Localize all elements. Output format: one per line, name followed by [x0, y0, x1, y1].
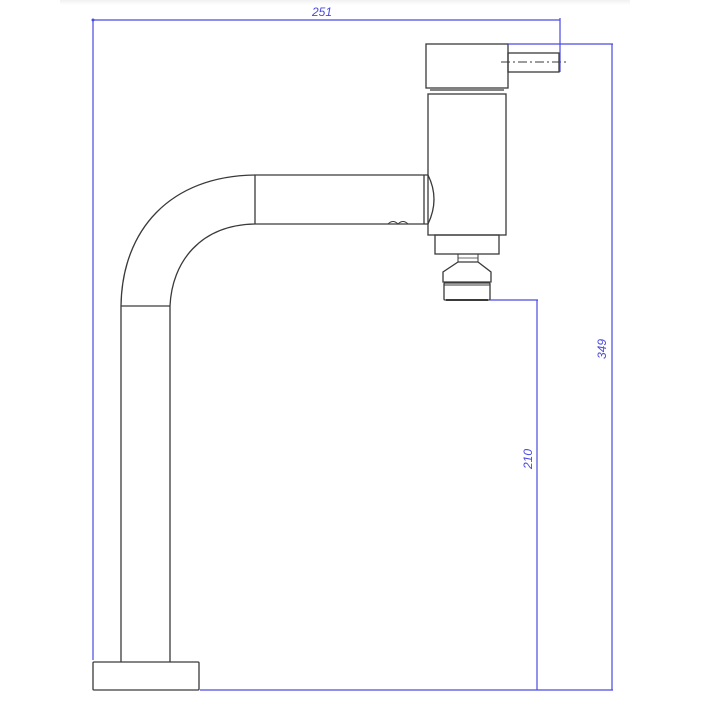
width-dimension-label: 251 [312, 5, 333, 19]
lever-handle [507, 52, 560, 73]
arm-weld-mark [387, 221, 409, 225]
arm-dome [427, 174, 435, 225]
handle-cap [425, 43, 509, 89]
aerator-body [443, 282, 491, 301]
elbow-inner [169, 223, 256, 307]
height-dimension-label: 349 [595, 338, 610, 360]
faucet-outline [92, 43, 560, 691]
elbow-outer [120, 174, 256, 307]
top-shade [60, 0, 630, 5]
outlet-nut [434, 234, 500, 255]
aerator-cone [442, 261, 492, 283]
dimension-lines [91, 18, 613, 691]
clearance-dimension-label: 210 [521, 448, 536, 470]
base-plate [92, 661, 200, 691]
width-dim-tick [91, 18, 95, 22]
valve-body [427, 93, 507, 236]
